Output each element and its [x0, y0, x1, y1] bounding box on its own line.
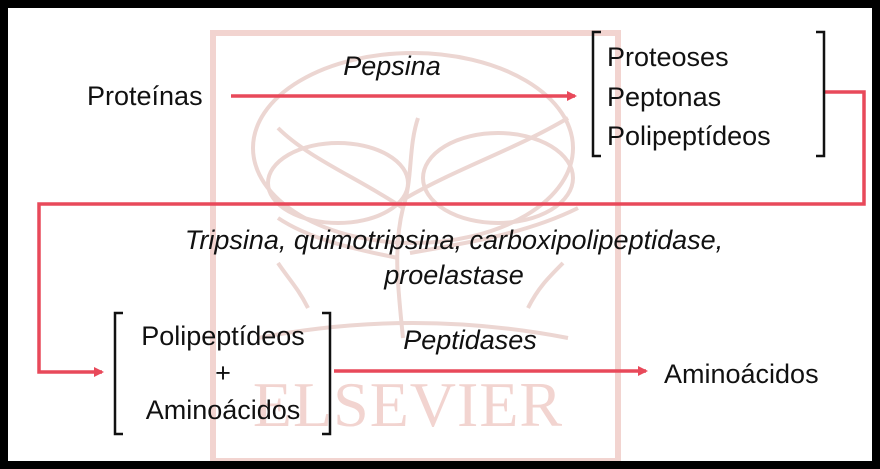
- enzyme-pancreatic-line-2: proelastase: [383, 260, 524, 290]
- node-group2-item-3: Aminoácidos: [146, 395, 301, 425]
- elsevier-watermark: ELSEVIER: [210, 30, 621, 461]
- enzyme-peptidases: Peptidases: [403, 325, 537, 355]
- tree-logo-icon: [251, 51, 579, 340]
- enzyme-pepsin: Pepsina: [343, 51, 441, 81]
- arrow-group1-to-group2: [37, 90, 866, 377]
- node-group1-item-3: Polipeptídeos: [607, 121, 771, 151]
- diagram-canvas: ELSEVIER Proteínas Proteoses Peptonas Po…: [8, 8, 872, 461]
- node-group1-item-1: Proteoses: [607, 42, 729, 72]
- node-group2-item-1: Polipeptídeos: [141, 321, 305, 351]
- node-group2-item-2: +: [215, 358, 231, 388]
- node-proteins: Proteínas: [87, 81, 203, 111]
- protein-digestion-diagram: ELSEVIER Proteínas Proteoses Peptonas Po…: [37, 30, 866, 461]
- enzyme-pancreatic-line-1: Tripsina, quimotripsina, carboxipolipept…: [185, 225, 723, 255]
- bracket-group2: [113, 311, 332, 436]
- watermark-brand-text: ELSEVIER: [253, 369, 563, 440]
- node-amino-acids: Aminoácidos: [664, 359, 819, 389]
- node-group1-item-2: Peptonas: [607, 82, 721, 112]
- bracket-group1: [591, 30, 826, 158]
